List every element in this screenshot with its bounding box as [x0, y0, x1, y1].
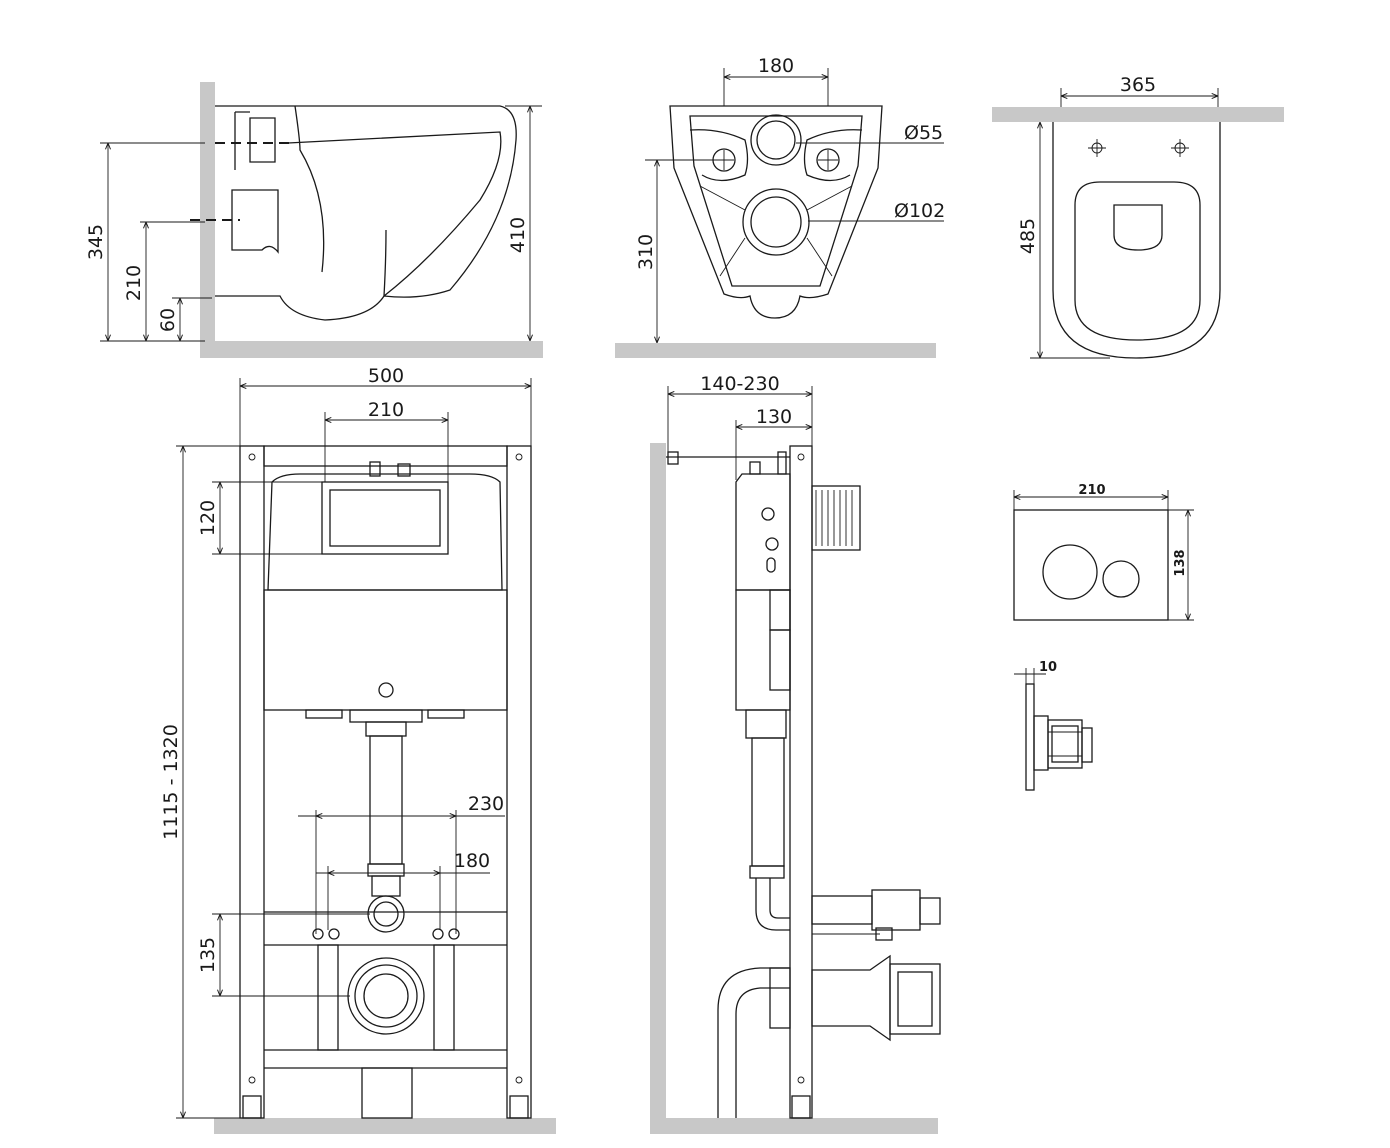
dim-210-tank: 210 — [368, 399, 404, 421]
dim-500: 500 — [368, 365, 404, 387]
frame-front-view: 500 210 120 1115 - 1320 230 180 135 — [160, 365, 556, 1134]
dim-345: 345 — [85, 224, 107, 260]
bowl-side-dimensions — [100, 105, 542, 342]
dim-140-230: 140-230 — [700, 373, 779, 395]
frame-outline — [239, 445, 532, 1119]
bowl-side-view: 345 210 60 410 — [85, 82, 543, 358]
flush-pipe — [365, 721, 407, 933]
frame-side-outline — [666, 445, 941, 1119]
floor-side — [650, 1118, 938, 1134]
cistern — [263, 461, 508, 723]
frame-side-dimensions — [667, 386, 813, 480]
bowl-side-outline — [190, 105, 517, 321]
frame-side-view: 140-230 130 — [650, 373, 941, 1134]
dim-310: 310 — [635, 234, 657, 270]
dim-120: 120 — [197, 500, 219, 536]
wall-side — [650, 443, 666, 1133]
dim-365: 365 — [1120, 74, 1156, 96]
dim-180-studs: 180 — [454, 850, 490, 872]
flush-plate-front-view: 210 138 — [1013, 483, 1194, 621]
bowl-back-dimensions — [645, 68, 944, 343]
floor — [200, 341, 543, 358]
dim-485: 485 — [1017, 218, 1039, 254]
wall-top — [992, 107, 1284, 122]
bowl-top-view: 365 485 — [992, 74, 1284, 359]
dim-plate-210: 210 — [1078, 483, 1105, 498]
floor-back — [615, 343, 936, 358]
bowl-top-outline — [1052, 122, 1221, 359]
dim-60: 60 — [157, 308, 179, 332]
dim-130: 130 — [756, 406, 792, 428]
bowl-top-dimensions — [1030, 88, 1219, 359]
dim-230-studs: 230 — [468, 793, 504, 815]
dim-plate-138: 138 — [1173, 549, 1188, 576]
dim-plate-10: 10 — [1039, 660, 1057, 675]
dim-180-bolts: 180 — [758, 55, 794, 77]
dim-d55: Ø55 — [904, 122, 943, 144]
flush-button-large — [1042, 544, 1098, 600]
flush-button-small — [1102, 560, 1140, 598]
flush-plate-dimensions — [1013, 490, 1194, 621]
dim-d102: Ø102 — [894, 200, 945, 222]
dim-135: 135 — [197, 937, 219, 973]
floor-frame — [214, 1118, 556, 1134]
flush-plate — [1013, 509, 1169, 621]
dim-210-outlet: 210 — [123, 265, 145, 301]
dim-410: 410 — [507, 217, 529, 253]
frame-front-dimensions — [176, 378, 532, 1119]
flush-side-dimensions — [1014, 668, 1046, 684]
dim-1115-1320: 1115 - 1320 — [160, 724, 182, 840]
bowl-back-view: 180 Ø55 Ø102 310 — [615, 55, 945, 358]
flush-plate-side-view: 10 — [1014, 660, 1093, 791]
bowl-back-outline — [669, 105, 883, 319]
